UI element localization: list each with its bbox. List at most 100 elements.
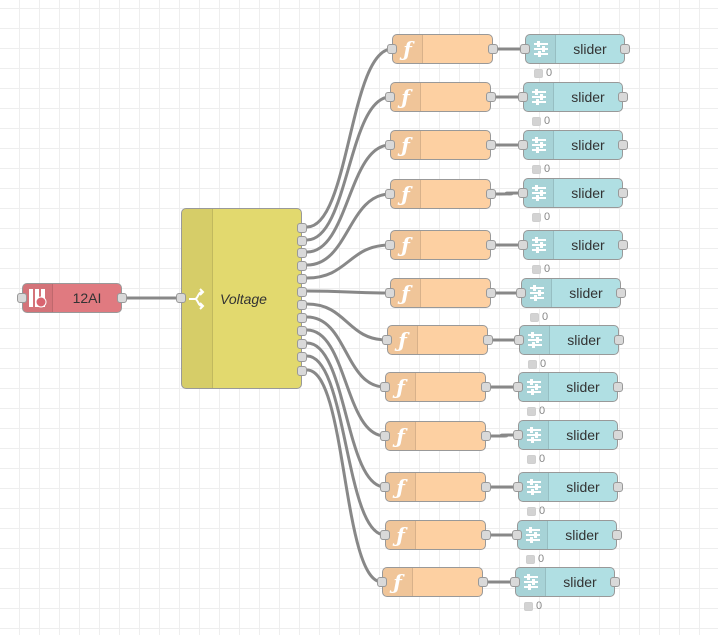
slider-node-1[interactable]: slider	[520, 34, 630, 64]
switch-output-port-5[interactable]	[297, 274, 307, 284]
wire-switch-to-function-4[interactable]	[306, 192, 391, 267]
function-node-3[interactable]: ƒ	[385, 130, 496, 160]
function-node-8[interactable]: ƒ	[380, 372, 491, 402]
output-port[interactable]	[488, 44, 498, 54]
function-node-6[interactable]: ƒ	[385, 278, 496, 308]
wire-switch-to-function-11[interactable]	[306, 354, 386, 537]
wire-switch-to-function-7[interactable]	[306, 302, 388, 342]
output-port[interactable]	[618, 140, 628, 150]
input-port[interactable]	[516, 288, 526, 298]
slider-node-5[interactable]: slider	[518, 230, 628, 260]
input-port[interactable]	[510, 577, 520, 587]
output-port[interactable]	[612, 530, 622, 540]
output-port[interactable]	[481, 431, 491, 441]
input-port[interactable]	[176, 293, 186, 303]
output-port[interactable]	[478, 577, 488, 587]
output-port[interactable]	[486, 140, 496, 150]
function-node-1[interactable]: ƒ	[387, 34, 498, 64]
input-port[interactable]	[513, 482, 523, 492]
function-node-4[interactable]: ƒ	[385, 179, 496, 209]
output-port[interactable]	[486, 92, 496, 102]
switch-output-port-6[interactable]	[297, 287, 307, 297]
output-port[interactable]	[618, 240, 628, 250]
switch-output-port-9[interactable]	[297, 326, 307, 336]
wire-switch-to-function-2[interactable]	[306, 95, 391, 242]
output-port[interactable]	[610, 577, 620, 587]
output-port[interactable]	[620, 44, 630, 54]
switch-output-port-8[interactable]	[297, 313, 307, 323]
slider-node-4[interactable]: slider	[518, 178, 628, 208]
wire-switch-to-function-5[interactable]	[306, 243, 391, 280]
input-port[interactable]	[518, 140, 528, 150]
function-node-9[interactable]: ƒ	[380, 421, 491, 451]
wire-switch-to-function-3[interactable]	[306, 143, 391, 254]
function-node-11[interactable]: ƒ	[380, 520, 491, 550]
function-node-10[interactable]: ƒ	[380, 472, 491, 502]
input-port[interactable]	[380, 482, 390, 492]
wire-switch-to-function-10[interactable]	[306, 341, 386, 489]
output-port[interactable]	[618, 188, 628, 198]
function-node-5[interactable]: ƒ	[385, 230, 496, 260]
wire-switch-to-function-12[interactable]	[306, 368, 383, 584]
wire-switch-to-function-9[interactable]	[306, 328, 386, 438]
slider-node-10[interactable]: slider	[513, 472, 623, 502]
input-port[interactable]	[380, 431, 390, 441]
switch-output-port-7[interactable]	[297, 300, 307, 310]
input-port[interactable]	[387, 44, 397, 54]
output-port[interactable]	[481, 482, 491, 492]
switch-output-port-3[interactable]	[297, 248, 307, 258]
switch-output-port-11[interactable]	[297, 352, 307, 362]
input-port[interactable]	[385, 92, 395, 102]
slider-node-11[interactable]: slider	[512, 520, 622, 550]
input-port[interactable]	[382, 335, 392, 345]
output-port[interactable]	[613, 382, 623, 392]
switch-output-port-2[interactable]	[297, 236, 307, 246]
slider-node-3[interactable]: slider	[518, 130, 628, 160]
slider-node-9[interactable]: slider	[513, 420, 623, 450]
input-port[interactable]	[17, 293, 27, 303]
switch-output-port-10[interactable]	[297, 339, 307, 349]
slider-node-8[interactable]: slider	[513, 372, 623, 402]
input-port[interactable]	[385, 240, 395, 250]
output-port[interactable]	[614, 335, 624, 345]
output-port[interactable]	[486, 189, 496, 199]
input-port[interactable]	[512, 530, 522, 540]
switch-output-port-1[interactable]	[297, 223, 307, 233]
switch-output-port-4[interactable]	[297, 261, 307, 271]
output-port[interactable]	[613, 482, 623, 492]
input-port[interactable]	[518, 188, 528, 198]
input-port[interactable]	[385, 288, 395, 298]
input-port[interactable]	[514, 335, 524, 345]
slider-node-7[interactable]: slider	[514, 325, 624, 355]
switch-node-voltage[interactable]: Voltage	[176, 208, 307, 389]
function-node-7[interactable]: ƒ	[382, 325, 493, 355]
output-port[interactable]	[483, 335, 493, 345]
output-port[interactable]	[486, 240, 496, 250]
input-port[interactable]	[380, 530, 390, 540]
slider-node-6[interactable]: slider	[516, 278, 626, 308]
input-port[interactable]	[520, 44, 530, 54]
input-port[interactable]	[513, 430, 523, 440]
function-node-2[interactable]: ƒ	[385, 82, 496, 112]
wire-function-to-slider-4[interactable]	[495, 191, 523, 196]
output-port[interactable]	[613, 430, 623, 440]
wire-switch-to-function-8[interactable]	[306, 315, 386, 389]
output-port[interactable]	[481, 530, 491, 540]
wire-function-to-slider-9[interactable]	[490, 433, 518, 438]
input-port[interactable]	[518, 92, 528, 102]
input-port[interactable]	[518, 240, 528, 250]
switch-output-port-12[interactable]	[297, 366, 307, 376]
slider-node-12[interactable]: slider	[510, 567, 620, 597]
output-port[interactable]	[486, 288, 496, 298]
modbus-source-node[interactable]: 12AI	[17, 283, 127, 313]
wire-switch-to-function-1[interactable]	[306, 47, 393, 229]
wire-switch-to-function-6[interactable]	[306, 289, 391, 295]
input-port[interactable]	[385, 189, 395, 199]
output-port[interactable]	[618, 92, 628, 102]
input-port[interactable]	[377, 577, 387, 587]
slider-node-2[interactable]: slider	[518, 82, 628, 112]
output-port[interactable]	[481, 382, 491, 392]
output-port[interactable]	[616, 288, 626, 298]
function-node-12[interactable]: ƒ	[377, 567, 488, 597]
